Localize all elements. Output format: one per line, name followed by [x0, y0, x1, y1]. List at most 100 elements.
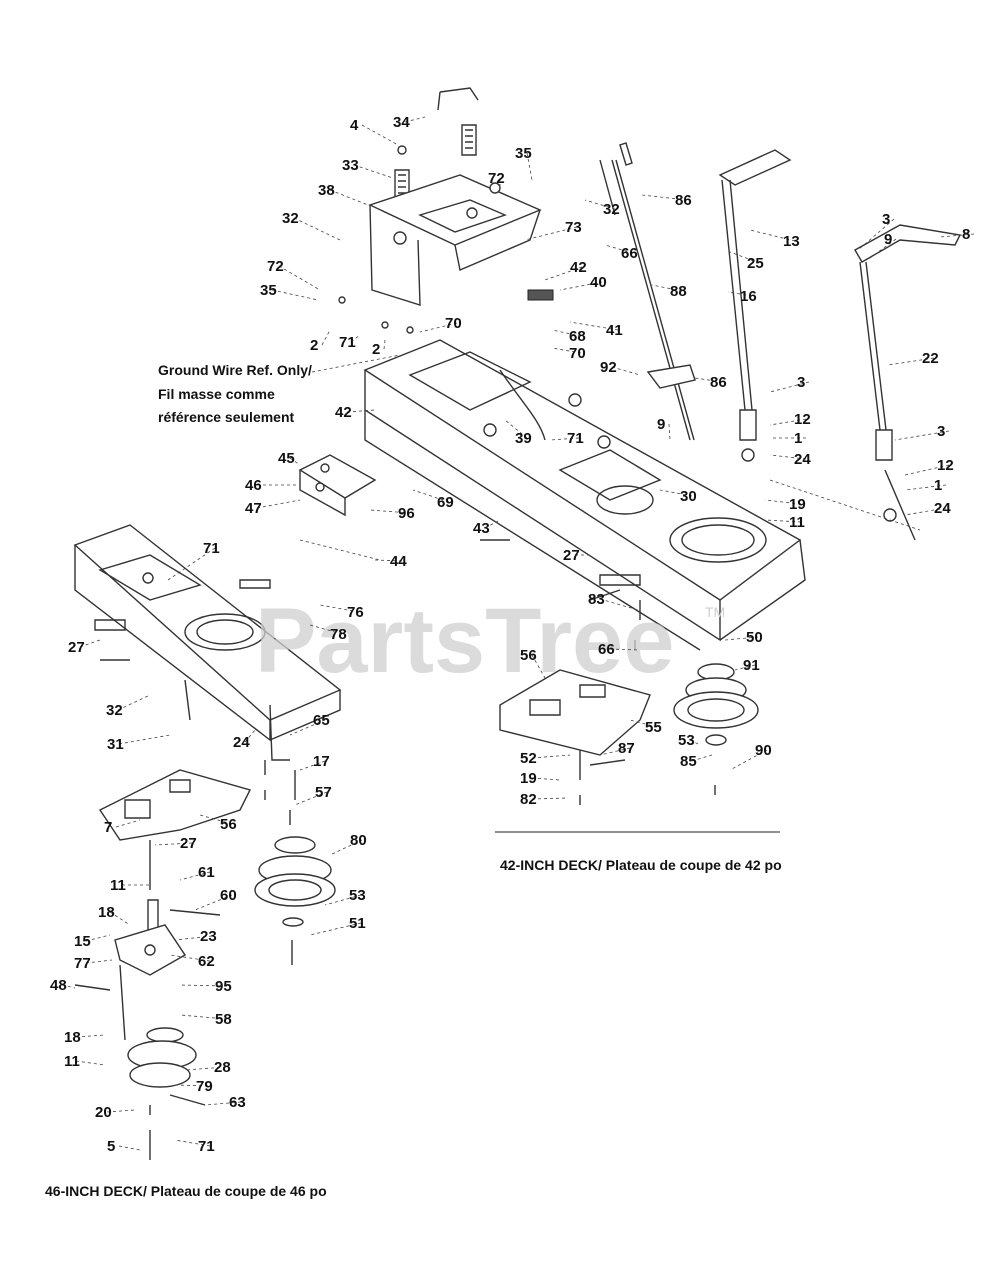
callout-label: 66 [621, 245, 638, 262]
callout-label: 56 [520, 647, 537, 664]
callout-label: 35 [515, 145, 532, 162]
callout-leader [293, 217, 341, 241]
watermark-text: PartsTree [255, 590, 674, 692]
callout-leader [887, 357, 935, 366]
ground-wire-note-line1: Ground Wire Ref. Only/ [158, 362, 312, 378]
callout-label: 9 [657, 416, 665, 433]
callout-leader [289, 457, 301, 466]
callout-label: 70 [569, 345, 586, 362]
callout-label: 3 [937, 423, 945, 440]
callout-leader [321, 329, 331, 346]
ground-wire-note-line3: référence seulement [158, 409, 295, 425]
callout-leader [350, 334, 361, 343]
callout-leader [383, 339, 386, 350]
callout-leader [651, 284, 683, 292]
callout-label: 51 [349, 915, 366, 932]
callout-label: 11 [64, 1053, 80, 1070]
callout-label: 72 [488, 170, 505, 187]
callout-leader [524, 226, 578, 241]
callout-label: 42 [570, 259, 587, 276]
callout-label: 20 [95, 1104, 112, 1121]
callout-label: 32 [106, 702, 123, 719]
callout-label: 1 [794, 430, 802, 447]
callout-label: 71 [198, 1138, 215, 1155]
callout-leader [729, 251, 760, 264]
callout-label: 83 [588, 591, 605, 608]
callout-leader [904, 484, 947, 491]
callout-label: 87 [618, 740, 635, 757]
callout-leader [549, 437, 580, 441]
callout-label: 77 [74, 955, 91, 972]
callout-leader [353, 164, 394, 179]
callout-leader [374, 559, 403, 562]
callout-label: 53 [678, 732, 695, 749]
callout-leader [278, 265, 321, 291]
callout-leader [412, 489, 450, 503]
callout-leader [504, 419, 528, 439]
callout-leader [324, 894, 362, 906]
callout-label: 85 [680, 753, 697, 770]
callout-label: 73 [565, 219, 582, 236]
callout-leader [75, 1060, 106, 1066]
callout-leader [769, 381, 810, 393]
callout-label: 44 [390, 553, 407, 570]
ground-wire-note-line2: Fil masse comme [158, 386, 275, 402]
callout-leader [85, 959, 113, 964]
callout-label: 34 [393, 114, 410, 131]
callout-leader [118, 734, 171, 745]
callout-label: 18 [64, 1029, 81, 1046]
callout-leader [118, 1145, 141, 1151]
callout-label: 39 [515, 430, 532, 447]
callout-label: 19 [520, 770, 537, 787]
callout-label: 18 [98, 904, 115, 921]
callout-label: 32 [282, 210, 299, 227]
callout-label: 25 [747, 255, 764, 272]
callout-leader [361, 124, 399, 146]
caption-42-inch-deck: 42-INCH DECK/ Plateau de coupe de 42 po [500, 857, 782, 873]
callout-label: 80 [350, 832, 367, 849]
callout-label: 3 [797, 374, 805, 391]
callout-label: 27 [68, 639, 85, 656]
callout-leader [184, 1066, 227, 1071]
callout-label: 82 [520, 791, 537, 808]
callout-leader [531, 654, 546, 679]
callout-label: 27 [180, 835, 197, 852]
callout-label: 69 [437, 494, 454, 511]
callout-label: 7 [104, 819, 112, 836]
callout-label: 52 [520, 750, 537, 767]
callout-label: 96 [398, 505, 415, 522]
callout-label: 24 [794, 451, 811, 468]
callout-label: 15 [74, 933, 91, 950]
callout-label: 50 [746, 629, 763, 646]
callout-leader [604, 244, 634, 254]
callout-leader [769, 418, 807, 426]
callout-label: 61 [198, 864, 215, 881]
pivot-bracket-46 [74, 760, 336, 1160]
callout-leader [109, 911, 131, 926]
callout-label: 79 [196, 1078, 213, 1095]
callout-label: 32 [603, 201, 620, 218]
callout-label: 55 [645, 719, 662, 736]
callout-leader [599, 598, 639, 611]
callout-label: 12 [937, 457, 954, 474]
callout-leader [244, 729, 256, 743]
callout-label: 28 [214, 1059, 231, 1076]
callout-label: 68 [569, 328, 586, 345]
pulley-group-42 [499, 600, 759, 805]
callout-label: 24 [934, 500, 951, 517]
callout-label: 58 [215, 1011, 232, 1028]
callout-label: 35 [260, 282, 277, 299]
callout-leader [289, 719, 326, 736]
callout-label: 86 [710, 374, 727, 391]
callout-leader [531, 754, 571, 759]
callout-label: 38 [318, 182, 335, 199]
callout-leader [764, 499, 802, 505]
callout-leader [629, 719, 658, 728]
watermark-trademark: TM [705, 604, 725, 620]
callout-label: 12 [794, 411, 811, 428]
callout-leader [857, 218, 895, 251]
callout-label: 41 [606, 322, 623, 339]
callout-label: 11 [789, 514, 805, 531]
callout-label: 43 [473, 520, 490, 537]
